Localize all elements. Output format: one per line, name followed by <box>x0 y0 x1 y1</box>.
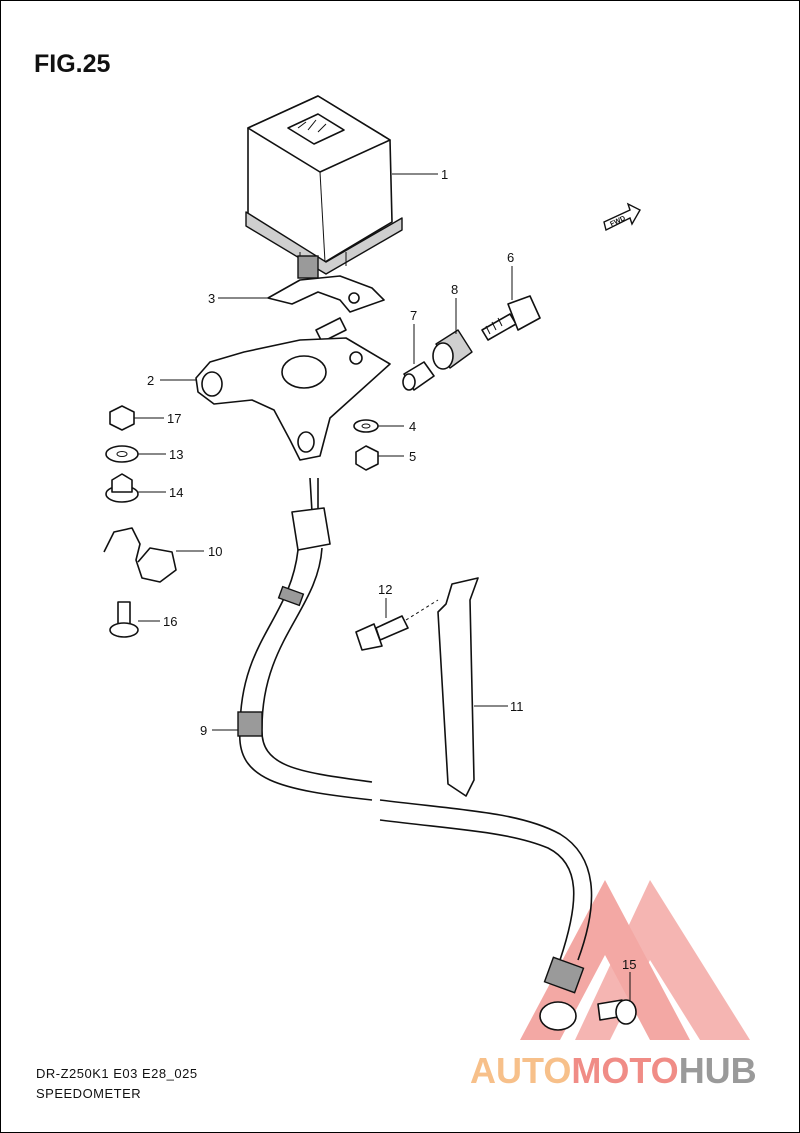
watermark-part-3: HUB <box>678 1050 757 1091</box>
clip-10 <box>103 527 177 583</box>
fwd-label: FWD <box>609 215 626 228</box>
figure-title: FIG.25 <box>34 50 111 78</box>
flange-nut-14 <box>105 473 139 503</box>
callout-9: 9 <box>200 723 207 738</box>
speedometer-unit <box>245 95 403 279</box>
screw-16 <box>109 601 139 638</box>
bolt-6 <box>481 295 541 341</box>
callout-12: 12 <box>378 582 392 597</box>
callout-10: 10 <box>208 544 222 559</box>
callout-8: 8 <box>451 282 458 297</box>
collar-7 <box>402 361 435 391</box>
speedometer-cable <box>237 477 593 1031</box>
callout-6: 6 <box>507 250 514 265</box>
washer-4 <box>353 419 379 433</box>
callout-14: 14 <box>169 485 183 500</box>
footer-code: DR-Z250K1 E03 E28_025 <box>36 1066 198 1081</box>
callout-15: 15 <box>622 957 636 972</box>
callout-1: 1 <box>441 167 448 182</box>
clamp-11 <box>405 577 479 797</box>
callout-13: 13 <box>169 447 183 462</box>
nut-5 <box>355 445 379 471</box>
callout-labels: 1 2 3 4 5 6 7 8 9 10 11 12 13 14 15 16 1… <box>147 167 636 972</box>
callout-5: 5 <box>409 449 416 464</box>
watermark-part-2: MOTO <box>571 1050 679 1091</box>
callout-4: 4 <box>409 419 416 434</box>
callout-leaders <box>134 173 631 1002</box>
speedometer-stay-bracket <box>267 275 385 343</box>
watermark-wordmark: AUTOMOTOHUB <box>470 1050 757 1092</box>
callout-2: 2 <box>147 373 154 388</box>
speedometer-bracket <box>195 337 391 461</box>
callout-11: 11 <box>510 699 524 714</box>
bolt-12 <box>355 615 409 651</box>
screw-15 <box>597 999 637 1025</box>
callout-16: 16 <box>163 614 177 629</box>
nut-17 <box>109 405 135 431</box>
callout-7: 7 <box>410 308 417 323</box>
callout-17: 17 <box>167 411 181 426</box>
cushion-8 <box>432 329 473 370</box>
watermark-part-1: AUTO <box>470 1050 572 1091</box>
washer-13 <box>105 445 139 463</box>
footer-section: SPEEDOMETER <box>36 1086 142 1101</box>
fwd-arrow-icon: FWD <box>603 202 641 232</box>
callout-3: 3 <box>208 291 215 306</box>
